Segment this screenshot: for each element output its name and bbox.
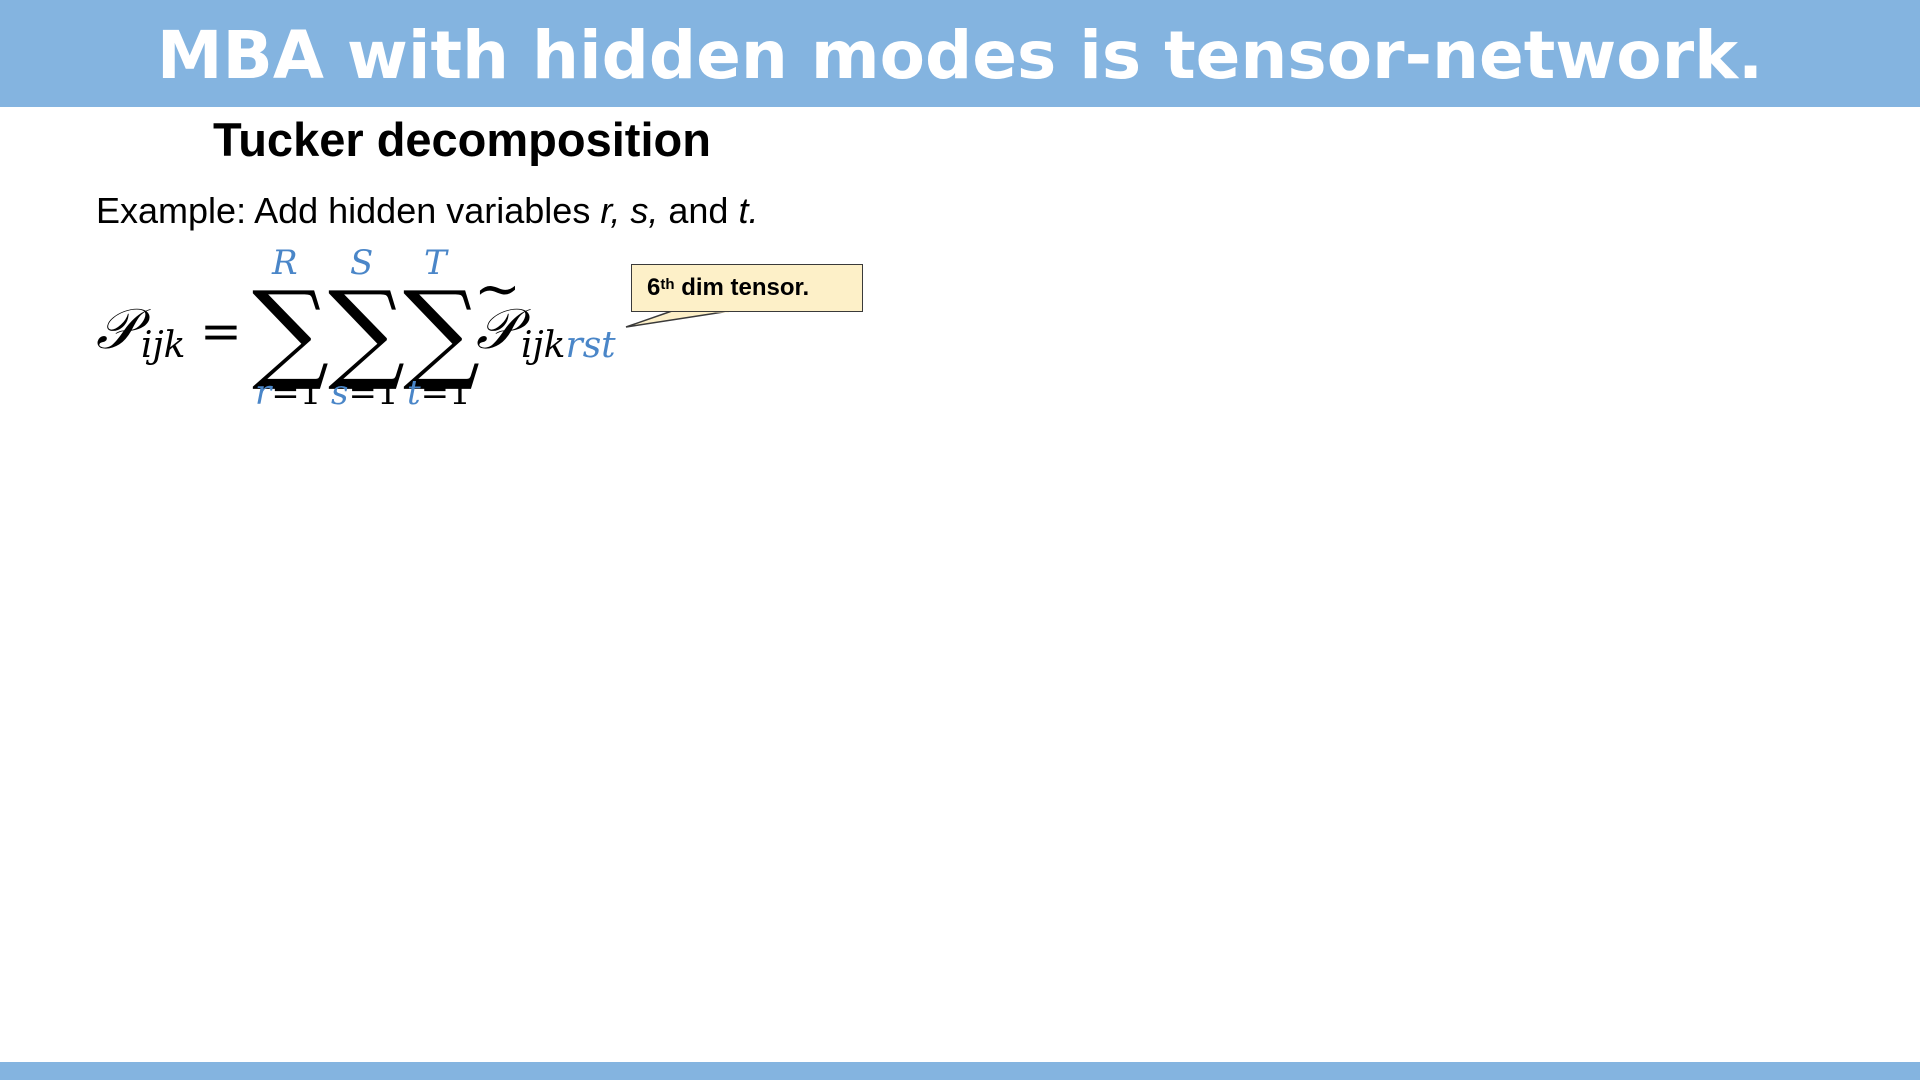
sum-s-upper-limit: S	[350, 243, 374, 283]
rhs-symbol: 𝒫	[476, 297, 517, 362]
sum-r-sigma: ∑	[252, 269, 330, 394]
title-bar: MBA with hidden modes is tensor-network.	[0, 0, 1920, 107]
sum-r-upper-limit: R	[272, 243, 298, 283]
sum-r-index: r	[255, 373, 272, 413]
equals-sign: =	[200, 302, 242, 360]
callout-text: dim tensor.	[674, 274, 810, 301]
example-var-s: s,	[630, 190, 659, 231]
sum-r-lower-limit: r=1	[255, 376, 321, 410]
sum-s-start: =1	[348, 373, 399, 413]
example-var-t: t.	[738, 190, 759, 231]
rhs-subscript-ijk: ijk	[521, 325, 566, 366]
callout-number: 6	[647, 274, 661, 301]
sum-t-start: =1	[420, 373, 471, 413]
lhs-symbol: 𝒫	[96, 297, 137, 362]
sum-s-lower-limit: s=1	[331, 376, 399, 410]
sum-s-sigma: ∑	[328, 269, 406, 394]
sum-t-index: t	[407, 373, 421, 413]
sum-t-upper-limit: T	[424, 243, 447, 283]
slide-title: MBA with hidden modes is tensor-network.	[156, 16, 1764, 94]
example-text: Example: Add hidden variables r, s, and …	[96, 190, 758, 232]
footer-bar	[0, 1062, 1920, 1080]
rhs-subscript-rst: rst	[565, 325, 616, 366]
lhs-subscript: ijk	[141, 325, 186, 366]
example-middle: and	[658, 190, 739, 231]
sum-t-lower-limit: t=1	[407, 376, 471, 410]
example-prefix: Example: Add hidden variables	[96, 190, 601, 231]
example-var-r: r,	[600, 190, 621, 231]
sum-s-index: s	[331, 373, 349, 413]
tilde-accent: ~	[474, 257, 521, 322]
slide-subtitle: Tucker decomposition	[213, 113, 711, 166]
sum-t-sigma: ∑	[403, 269, 481, 394]
sum-r-start: =1	[271, 373, 322, 413]
rhs-subscript: ijkrst	[521, 328, 616, 364]
